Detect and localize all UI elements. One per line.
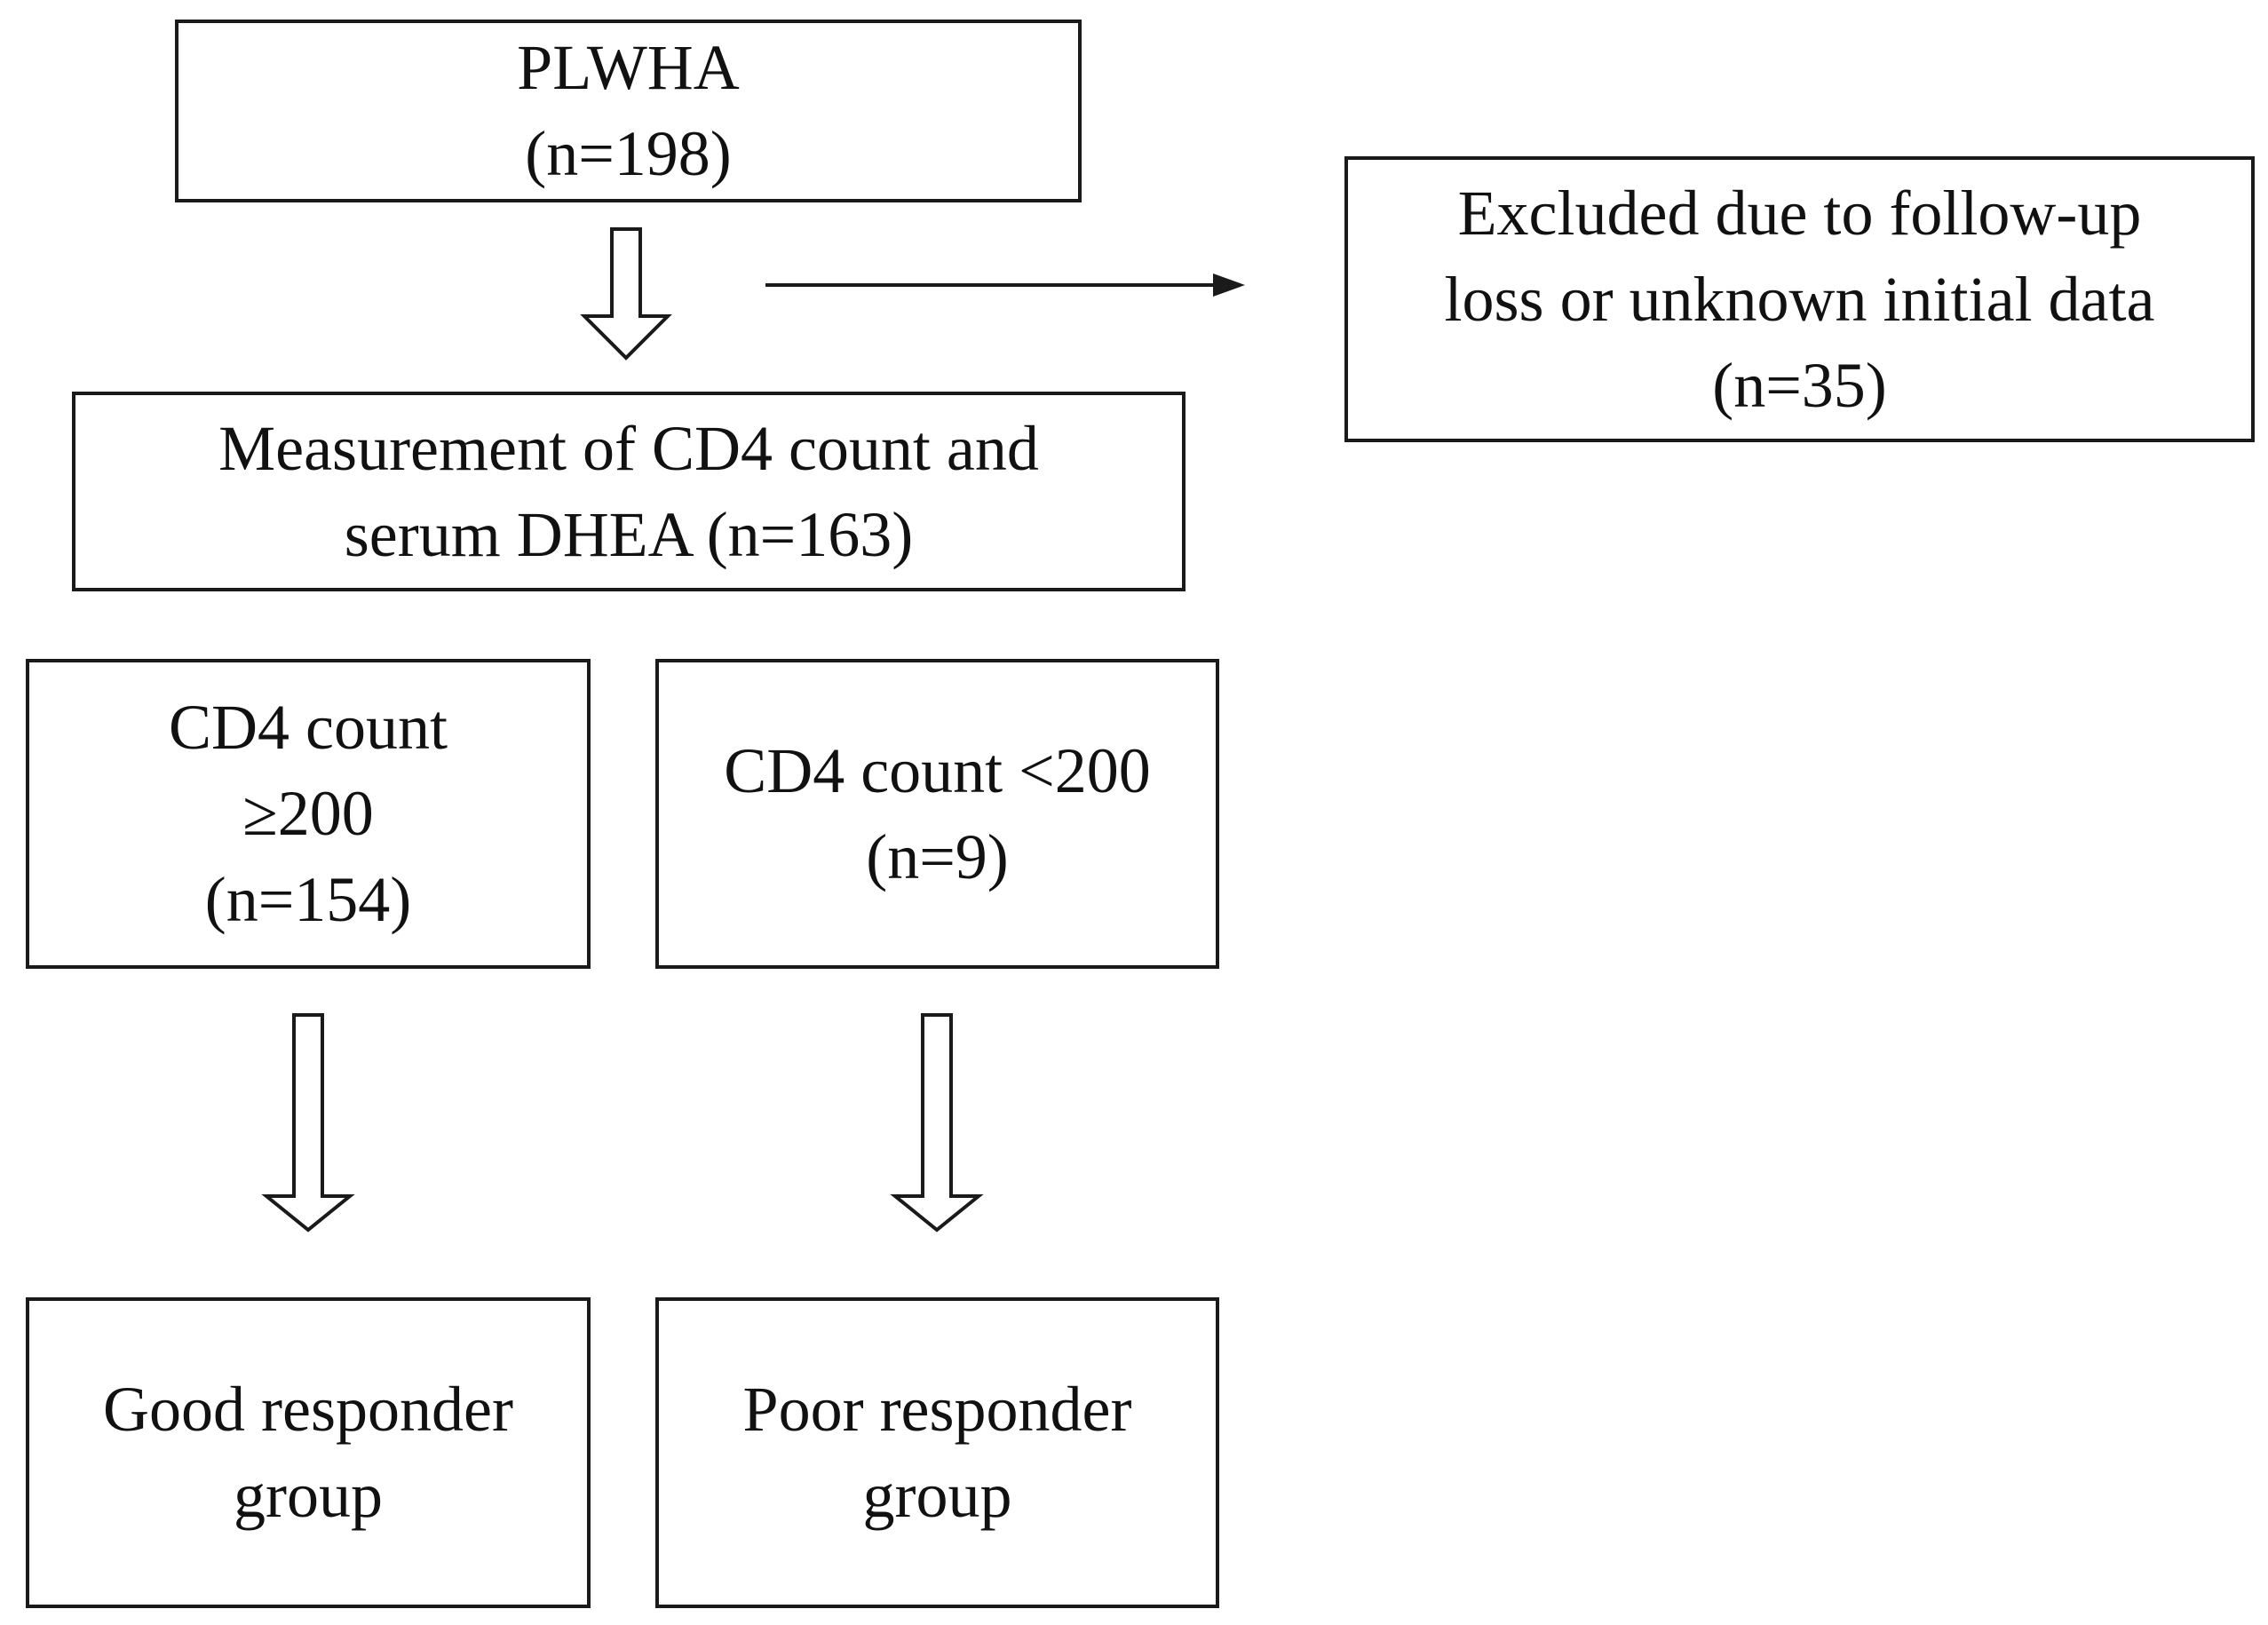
plwha-title: PLWHA <box>517 32 740 103</box>
cd4-low-label: CD4 count <200 <box>724 734 1151 806</box>
poor-responder-box: Poor responder group <box>655 1297 1219 1608</box>
plwha-box: PLWHA (n=198) <box>175 20 1082 202</box>
excluded-box: Excluded due to follow-up loss or unknow… <box>1344 156 2255 442</box>
measurement-line-2: serum DHEA (n=163) <box>344 498 914 570</box>
good-responder-box: Good responder group <box>26 1297 591 1608</box>
cd4-low-count: (n=9) <box>866 820 1009 892</box>
exclusion-arrowhead <box>1213 273 1245 297</box>
cd4-high-threshold: ≥200 <box>242 778 374 849</box>
good-responder-line-2: group <box>234 1460 383 1531</box>
cd4-high-box: CD4 count ≥200 (n=154) <box>26 659 591 969</box>
cd4-high-label: CD4 count <box>169 692 448 763</box>
measurement-line-1: Measurement of CD4 count and <box>218 412 1039 484</box>
poor-responder-line-1: Poor responder <box>742 1374 1132 1445</box>
cd4-low-box: CD4 count <200 (n=9) <box>655 659 1219 969</box>
down-arrow-good <box>261 1013 355 1233</box>
good-responder-line-1: Good responder <box>103 1374 513 1445</box>
down-arrow-1 <box>580 227 672 361</box>
down-arrow-poor <box>890 1013 984 1233</box>
cd4-high-count: (n=154) <box>204 864 412 935</box>
excluded-line-2: loss or unknown initial data <box>1444 263 2155 335</box>
poor-responder-line-2: group <box>862 1460 1012 1531</box>
plwha-count: (n=198) <box>525 118 732 189</box>
excluded-count: (n=35) <box>1712 349 1887 421</box>
excluded-line-1: Excluded due to follow-up <box>1457 177 2142 249</box>
measurement-box: Measurement of CD4 count and serum DHEA … <box>72 392 1186 591</box>
